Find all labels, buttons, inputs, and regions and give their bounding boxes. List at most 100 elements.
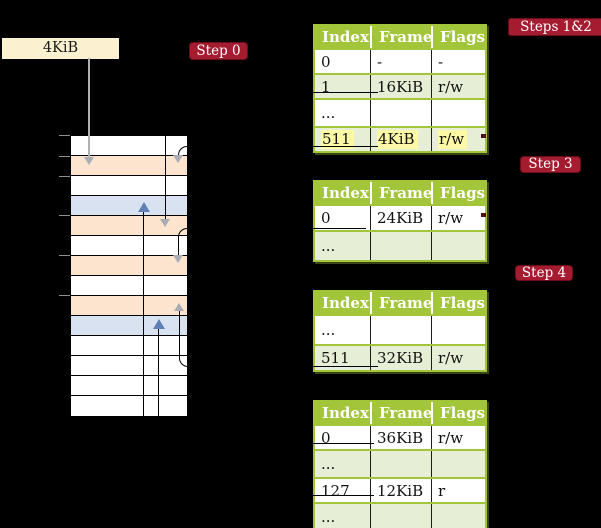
memory-frame-row: [71, 156, 187, 176]
memory-tick: [59, 155, 70, 157]
cell-frame: [370, 232, 431, 260]
leader-stub: [481, 213, 486, 217]
cell-index: 511: [321, 349, 350, 367]
table-row: ...: [315, 98, 485, 126]
cell-flags: -: [431, 50, 485, 73]
cell-frame: 24KiB: [370, 206, 431, 230]
cell-frame: [370, 504, 431, 528]
memory-tick: [59, 294, 70, 296]
table-header: Index Frame Flags: [315, 26, 485, 48]
table-row: ...: [315, 449, 485, 477]
cell-index: ...: [321, 321, 336, 339]
table-row: ...: [315, 502, 485, 528]
col-header-frame: Frame: [370, 402, 431, 424]
cell-index: 0: [321, 52, 331, 71]
col-header-frame: Frame: [370, 26, 431, 48]
memory-frame-row: [71, 276, 187, 296]
cell-frame: [370, 451, 431, 477]
cell-flags: r: [431, 479, 485, 502]
table-row: ...: [315, 230, 485, 260]
table-header: Index Frame Flags: [315, 292, 485, 314]
table-row: 0 - -: [315, 48, 485, 73]
physical-memory-column: [70, 135, 188, 416]
root-frame-box: 4KiB: [2, 38, 119, 59]
badge-step-4: Step 4: [515, 265, 573, 281]
memory-tick: [59, 214, 70, 216]
col-header-frame: Frame: [370, 182, 431, 204]
arrowhead-up-icon: [152, 319, 165, 329]
cell-frame: 36KiB: [370, 426, 431, 449]
col-header-flags: Flags: [431, 292, 485, 314]
arrowhead-up-icon: [174, 303, 184, 311]
cell-frame: -: [370, 50, 431, 73]
cell-flags: r/w: [431, 75, 485, 98]
cell-frame: [370, 100, 431, 126]
memory-frame-row: [71, 236, 187, 256]
memory-tick: [59, 175, 70, 177]
cell-flags: [431, 504, 485, 528]
cell-frame: 16KiB: [370, 75, 431, 98]
memory-tick: [59, 254, 70, 256]
cell-flags: [431, 451, 485, 477]
cell-index: 0: [321, 428, 331, 447]
badge-step-0: Step 0: [189, 42, 248, 60]
page-table-final: Index Frame Flags 0 36KiB r/w ... 127 12…: [313, 400, 487, 528]
memory-frame-row: [71, 136, 187, 156]
cell-index: ...: [321, 455, 336, 473]
table-row: ...: [315, 314, 485, 344]
memory-tick: [59, 134, 70, 136]
cell-index: 1: [321, 77, 331, 96]
cell-flags: r/w: [431, 206, 485, 230]
cell-index: 127: [321, 481, 350, 500]
cell-flags: [431, 232, 485, 260]
cell-flags: r/w: [431, 128, 485, 151]
cell-flags: [431, 100, 485, 126]
table-header: Index Frame Flags: [315, 402, 485, 424]
table-row: 1 16KiB r/w: [315, 73, 485, 98]
cell-flags: r/w: [431, 346, 485, 370]
badge-step-3: Step 3: [520, 156, 581, 173]
arrowhead-down-icon: [160, 219, 170, 227]
cell-index: 0: [321, 209, 331, 227]
cell-frame: 12KiB: [370, 479, 431, 502]
cell-index: 511: [315, 128, 370, 151]
cell-index: ...: [321, 508, 336, 526]
memory-frame-row: [71, 196, 187, 216]
memory-frame-row: [71, 396, 187, 416]
arrowhead-up-icon: [137, 202, 150, 212]
leader-stub: [481, 134, 486, 138]
memory-frame-row: [71, 316, 187, 336]
page-table-step-3: Index Frame Flags 0 24KiB r/w ...: [313, 180, 487, 262]
table-header: Index Frame Flags: [315, 182, 485, 204]
col-header-flags: Flags: [431, 402, 485, 424]
table-row: 511 32KiB r/w: [315, 344, 485, 370]
col-header-index: Index: [322, 28, 369, 46]
memory-frame-row: [71, 216, 187, 236]
memory-frame-row: [71, 256, 187, 276]
col-header-index: Index: [322, 294, 369, 312]
col-header-index: Index: [322, 404, 369, 422]
cell-index: ...: [321, 237, 336, 255]
arrowhead-down-icon: [173, 155, 183, 163]
col-header-index: Index: [322, 184, 369, 202]
cell-frame: 32KiB: [370, 346, 431, 370]
table-row-highlighted: 511 4KiB r/w: [315, 126, 485, 151]
col-header-frame: Frame: [370, 292, 431, 314]
cell-frame: 4KiB: [370, 128, 431, 151]
memory-frame-row: [71, 296, 187, 316]
cell-flags: r/w: [431, 426, 485, 449]
arrowhead-down-icon: [84, 157, 94, 165]
cell-flags: [431, 316, 485, 344]
memory-frame-row: [71, 336, 187, 356]
arrowhead-down-icon: [173, 255, 183, 263]
memory-frame-row: [71, 176, 187, 196]
memory-frame-row: [71, 356, 187, 376]
cell-index: ...: [321, 104, 336, 122]
table-row: 127 12KiB r: [315, 477, 485, 502]
table-row: 0 24KiB r/w: [315, 204, 485, 230]
badge-steps-1-2: Steps 1&2: [508, 18, 601, 36]
memory-frame-row: [71, 376, 187, 396]
col-header-flags: Flags: [431, 26, 485, 48]
col-header-flags: Flags: [431, 182, 485, 204]
